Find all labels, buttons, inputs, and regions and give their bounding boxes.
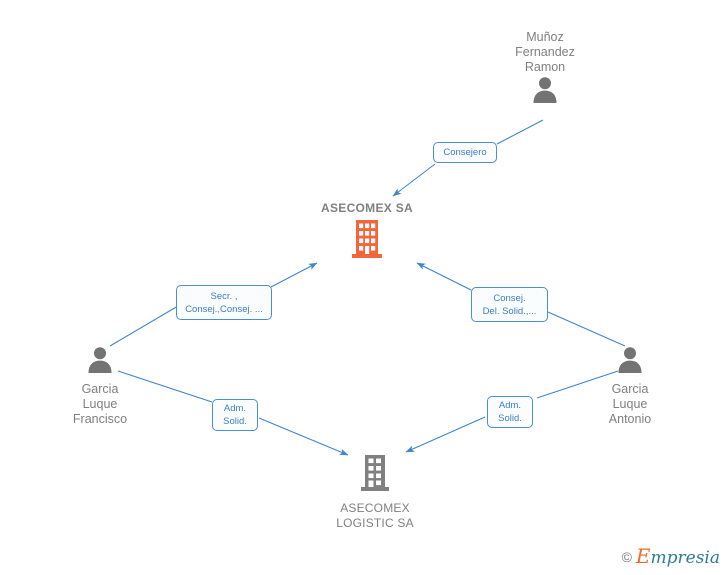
node-garcia-luque-francisco[interactable]: Garcia Luque Francisco	[50, 345, 150, 427]
edge-munoz-to-asecomex[interactable]	[392, 119, 544, 197]
person-icon	[489, 75, 601, 108]
edge-label-secretario-consejero[interactable]: Secr. , Consej.,Consej. ...	[176, 285, 272, 320]
node-garcia-luque-antonio[interactable]: Garcia Luque Antonio	[580, 345, 680, 427]
person-icon	[580, 345, 680, 378]
edge-francisco-to-logistic[interactable]	[117, 370, 349, 456]
node-label: ASECOMEX SA	[321, 201, 413, 215]
edge-antonio-to-asecomex[interactable]	[416, 262, 626, 347]
node-label: ASECOMEX LOGISTIC SA	[336, 501, 414, 530]
node-munoz-fernandez-ramon[interactable]: Muñoz Fernandez Ramon	[489, 30, 601, 108]
edge-label-administrador-solidario-right[interactable]: Adm. Solid.	[487, 396, 533, 428]
edge-antonio-to-logistic[interactable]	[405, 370, 619, 453]
node-label: Garcia Luque Francisco	[72, 382, 128, 426]
empresia-logo-lead: E	[635, 544, 651, 568]
node-asecomex-sa[interactable]: ASECOMEX SA	[295, 201, 439, 263]
edge-label-administrador-solidario-left[interactable]: Adm. Solid.	[212, 399, 258, 431]
empresia-logo-rest: mpresia	[650, 548, 721, 568]
person-icon	[50, 345, 150, 378]
node-label: Garcia Luque Antonio	[608, 382, 652, 426]
edge-label-consejero-delegado-solidario[interactable]: Consej. Del. Solid.,...	[471, 287, 548, 322]
node-asecomex-logistic-sa[interactable]: ASECOMEX LOGISTIC SA	[313, 455, 437, 531]
edge-label-consejero[interactable]: Consejero	[433, 142, 497, 163]
empresia-logo: Empresia	[636, 546, 720, 567]
building-icon	[295, 220, 439, 263]
node-label: Muñoz Fernandez Ramon	[515, 30, 575, 74]
copyright-icon: ©	[621, 548, 632, 565]
building-icon	[313, 455, 437, 496]
empresia-watermark: © Empresia	[622, 546, 720, 567]
edge-francisco-to-asecomex[interactable]	[109, 262, 318, 347]
